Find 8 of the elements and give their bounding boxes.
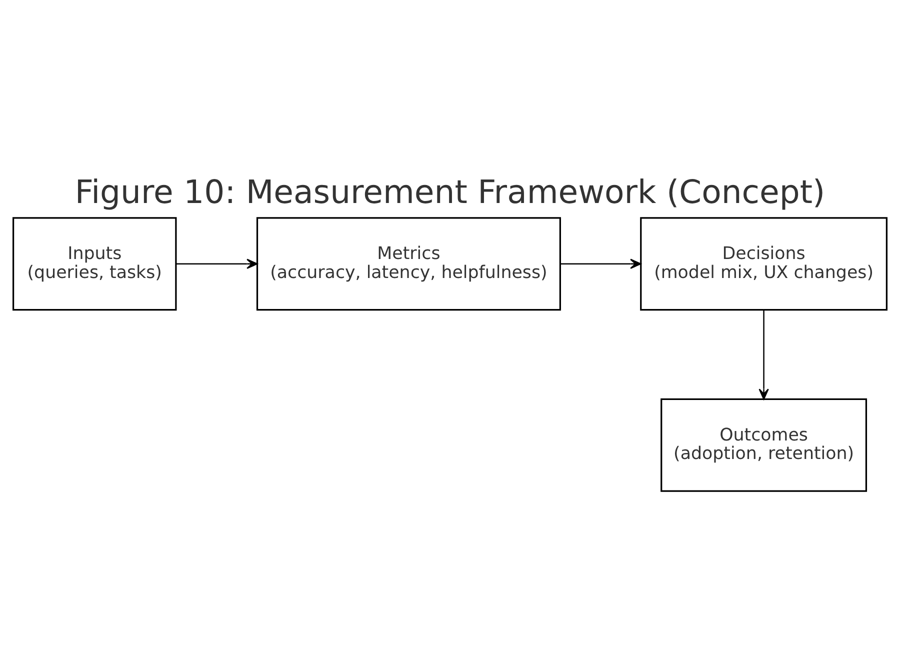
node-box: Metrics (accuracy, latency, helpfulness) [256, 217, 561, 311]
node-box: Outcomes (adoption, retention) [660, 398, 868, 492]
arrow [758, 310, 769, 400]
node-box: Inputs (queries, tasks) [12, 217, 177, 311]
arrow [560, 258, 642, 269]
arrow [176, 258, 258, 269]
node-box: Decisions (model mix, UX changes) [640, 217, 888, 311]
diagram-title: Figure 10: Measurement Framework (Concept) [74, 172, 826, 211]
